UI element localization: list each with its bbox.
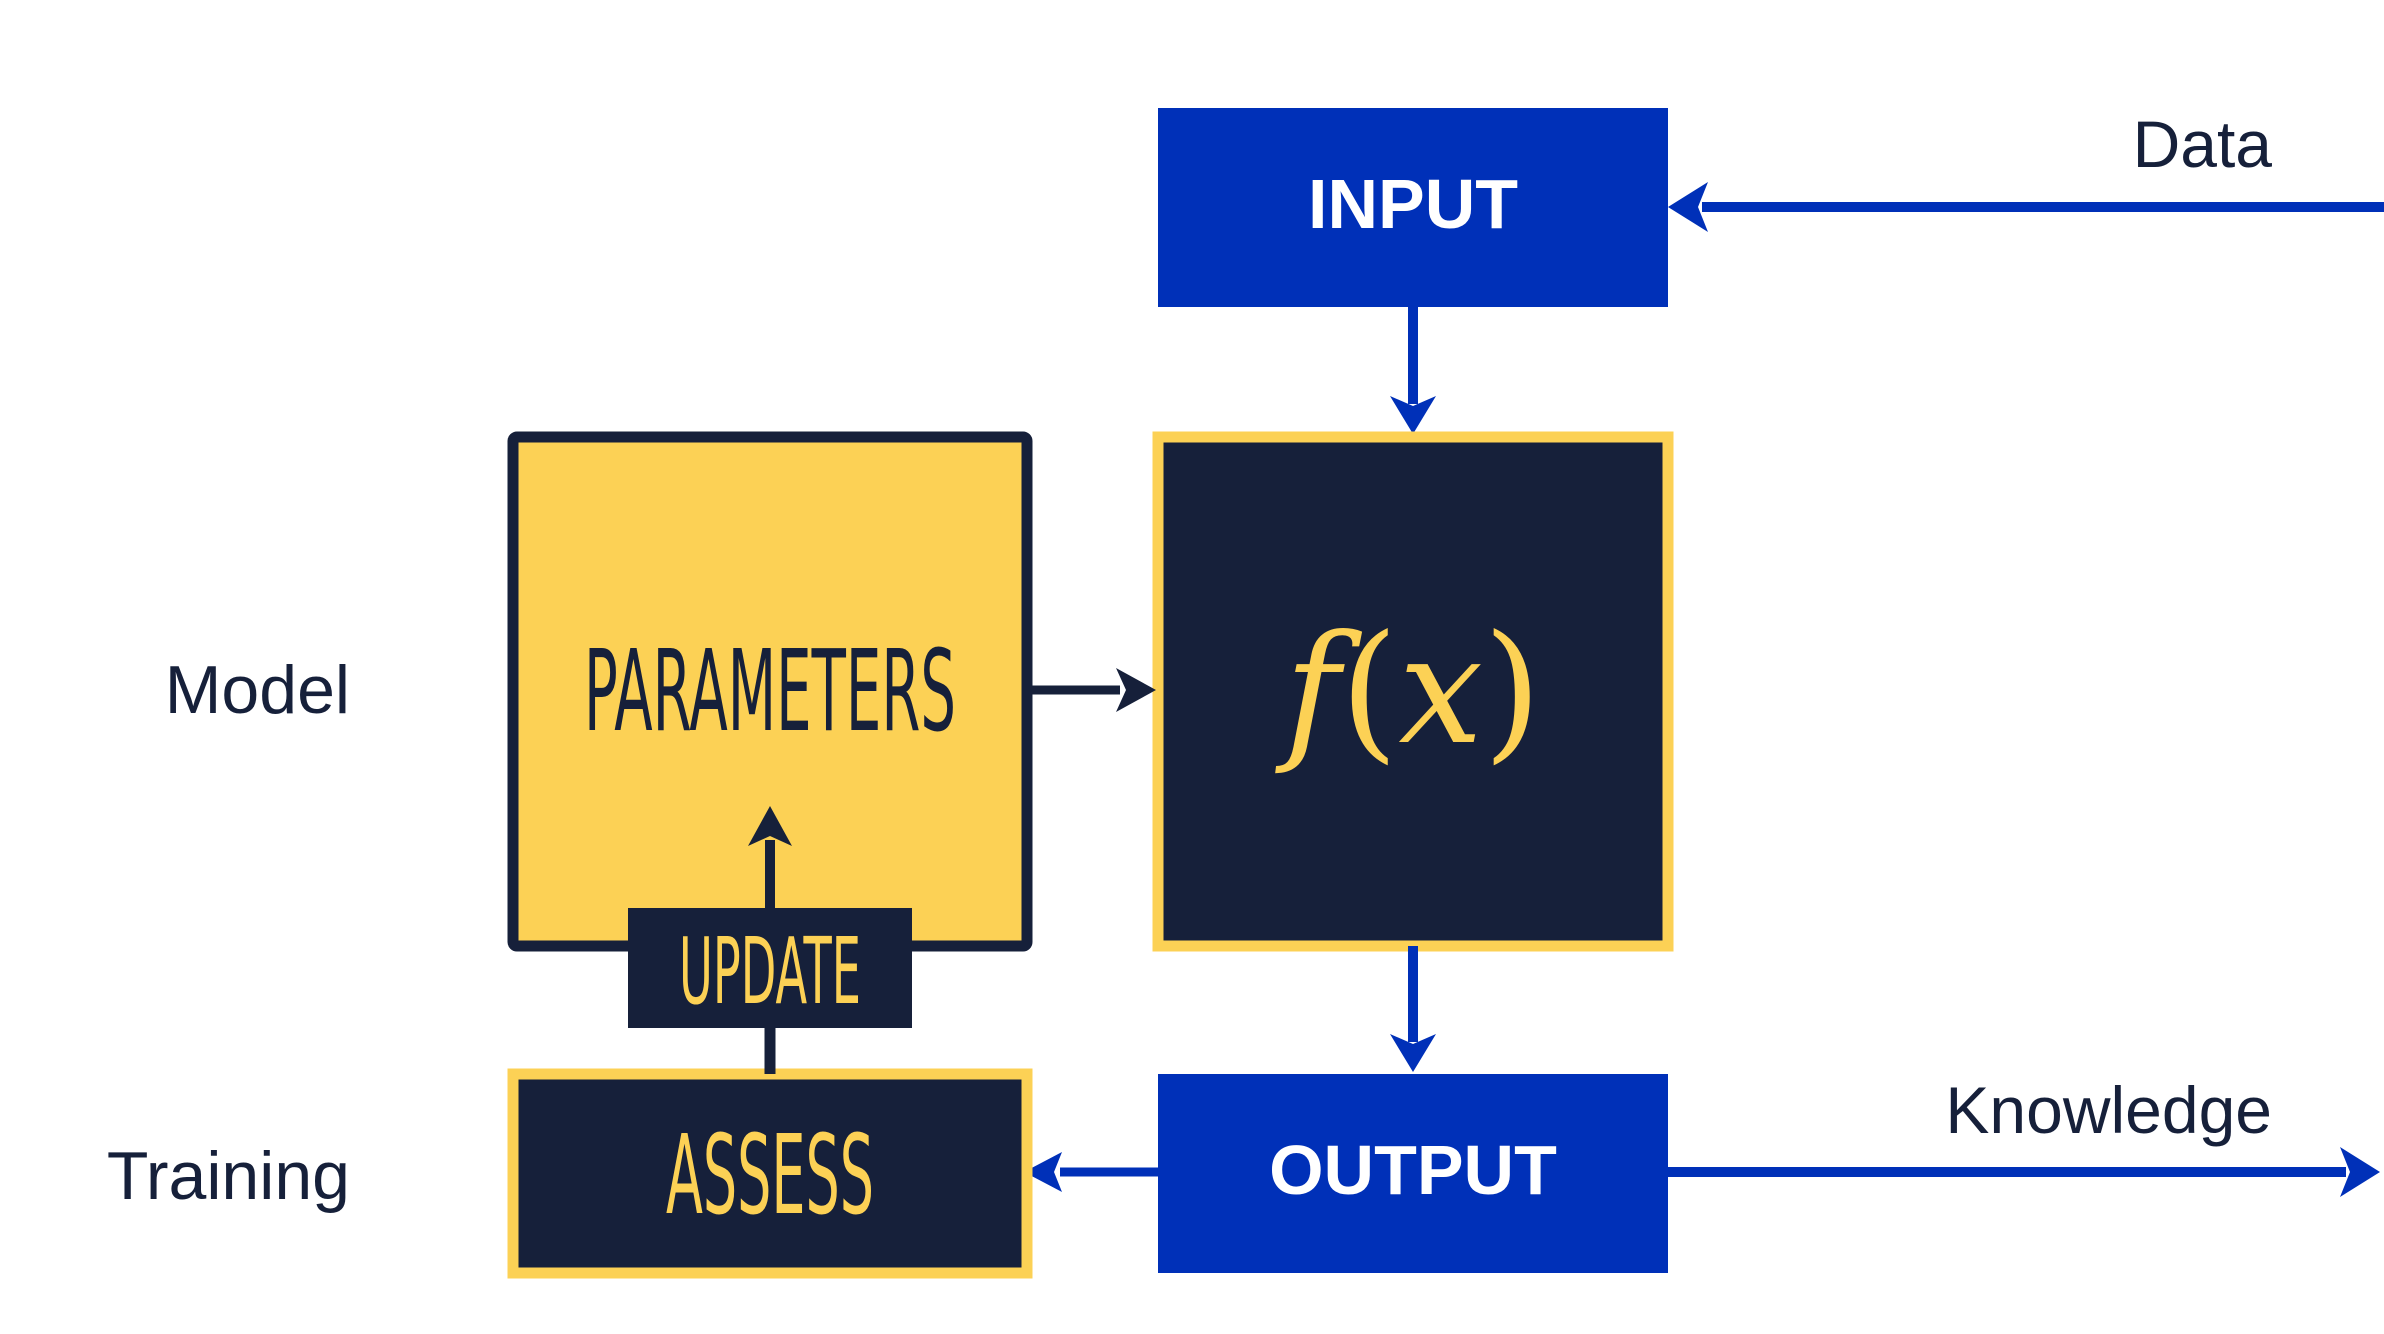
update-box — [628, 908, 912, 1028]
update-to-parameters-arrow — [748, 806, 792, 908]
knowledge-label: Knowledge — [1945, 1073, 2272, 1147]
function-open-paren: ( — [1340, 604, 1399, 778]
update-label: UPDATE — [679, 918, 861, 1025]
training-label: Training — [107, 1138, 350, 1214]
data-label: Data — [2133, 107, 2273, 181]
knowledge-arrow — [1668, 1147, 2380, 1197]
output-box — [1158, 1074, 1668, 1273]
input-to-function-arrow — [1390, 307, 1436, 434]
output-label: OUTPUT — [1269, 1131, 1557, 1209]
input-box — [1158, 108, 1668, 307]
output-to-assess-arrow — [1024, 1152, 1158, 1192]
assess-label: ASSESS — [666, 1111, 874, 1239]
data-arrow — [1668, 182, 2384, 232]
function-close-paren: ) — [1483, 604, 1542, 778]
input-label: INPUT — [1308, 165, 1518, 243]
function-box — [1152, 431, 1674, 952]
model-label: Model — [165, 652, 350, 728]
parameters-label: PARAMETERS — [584, 627, 956, 757]
parameters-to-function-arrow — [1027, 668, 1156, 712]
function-label: f(x) — [1274, 604, 1541, 778]
function-to-output-arrow — [1390, 946, 1436, 1072]
function-x: x — [1398, 604, 1483, 778]
